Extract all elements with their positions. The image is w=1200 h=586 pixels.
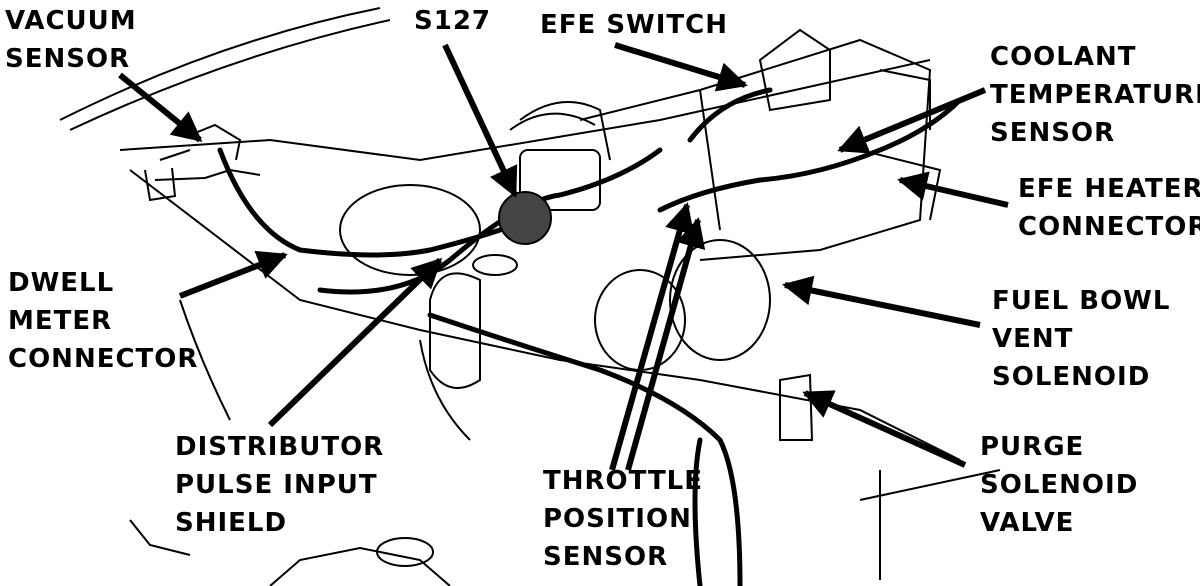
arrow-throttle-b xyxy=(625,217,706,471)
arrow-dwell-meter xyxy=(178,250,288,299)
label-efe-heater-connector: EFE HEATER CONNECTOR xyxy=(1018,174,1200,242)
arrow-throttle-a xyxy=(609,202,695,471)
arrow-fuel-bowl xyxy=(782,275,981,328)
arrow-vacuum-sensor xyxy=(118,72,203,143)
arrow-efe-switch xyxy=(614,42,748,92)
label-throttle-position-sensor: THROTTLE POSITION SENSOR xyxy=(543,466,704,572)
label-fuel-bowl-vent-solenoid: FUEL BOWL VENT SOLENOID xyxy=(992,286,1171,392)
lower-components xyxy=(129,469,1001,586)
arrow-coolant-sensor xyxy=(837,87,987,154)
label-distributor-pulse-input-shield: DISTRIBUTOR PULSE INPUT SHIELD xyxy=(175,432,385,538)
arrow-efe-heater xyxy=(897,171,1009,208)
callout-arrows xyxy=(118,42,1009,471)
arrow-distributor xyxy=(267,257,443,428)
label-dwell-meter-connector: DWELL METER CONNECTOR xyxy=(8,268,199,374)
label-s127: S127 xyxy=(414,6,491,36)
left-fender xyxy=(144,123,261,202)
label-coolant-temperature-sensor: COOLANT TEMPERATURE SENSOR xyxy=(990,42,1200,148)
arrow-purge xyxy=(802,390,967,468)
label-vacuum-sensor: VACUUM SENSOR xyxy=(5,6,137,74)
s127-splice xyxy=(498,191,552,245)
arrow-s127 xyxy=(442,43,518,198)
label-efe-switch: EFE SWITCH xyxy=(540,10,728,40)
label-purge-solenoid-valve: PURGE SOLENOID VALVE xyxy=(980,432,1139,538)
